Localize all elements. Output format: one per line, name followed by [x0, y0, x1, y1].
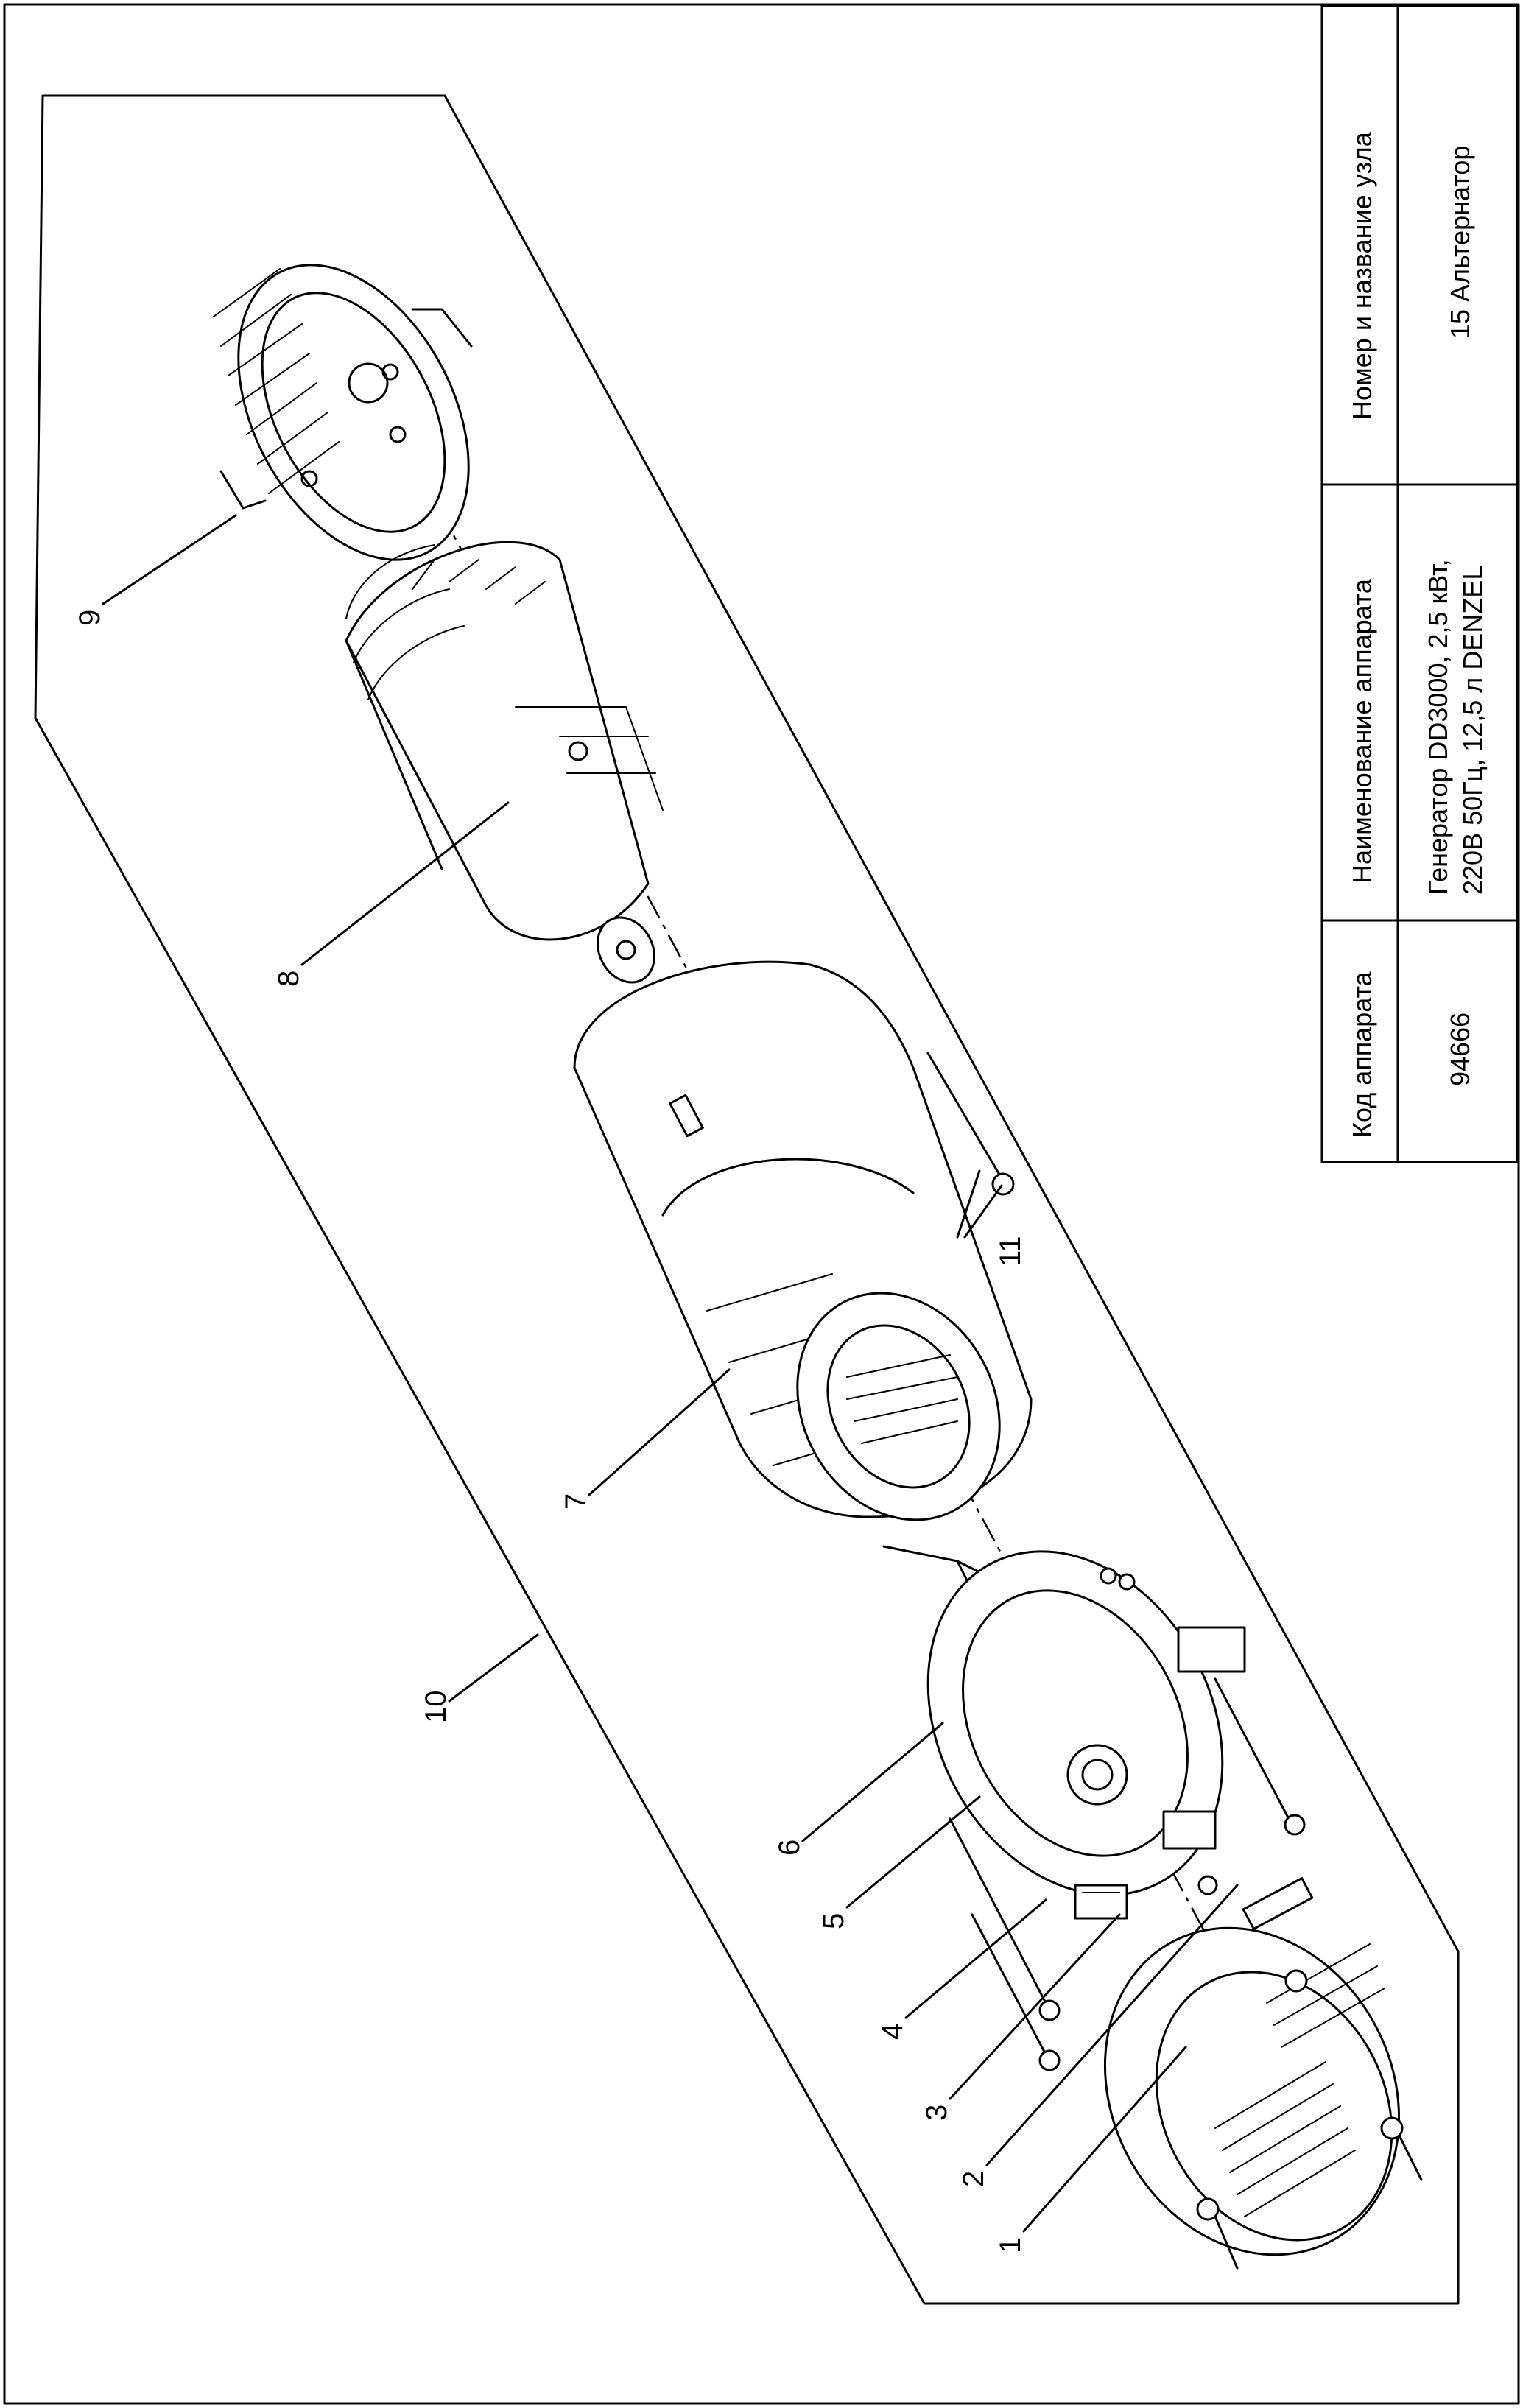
- value-code: 94666: [1445, 1013, 1475, 1086]
- callout-4: 4: [876, 2024, 909, 2040]
- callout-11: 11: [994, 1236, 1027, 1267]
- value-device-name-line1: Генератор DD3000, 2,5 кВт,: [1423, 559, 1453, 895]
- assembly-frame-outline: [34, 94, 1460, 2305]
- callout-10: 10: [420, 1691, 452, 1724]
- callout-2: 2: [957, 2171, 990, 2187]
- sheet-border: [3, 3, 1520, 2405]
- callouts: 1 2 3 4 5 6 7 8 9 10 11: [74, 610, 1027, 2253]
- title-block: Номер и название узла Наименование аппар…: [1320, 4, 1519, 1163]
- header-device-name: Наименование аппарата: [1347, 578, 1377, 884]
- callout-8: 8: [272, 971, 305, 987]
- part-8-rotor: [345, 541, 664, 984]
- callout-9: 9: [74, 610, 106, 626]
- callout-1: 1: [994, 2237, 1027, 2253]
- part-9-rear-end-bell: [213, 264, 473, 561]
- callout-6: 6: [773, 1840, 806, 1856]
- part-3-terminal: [1074, 1884, 1128, 1920]
- part-1-end-cover: [1103, 1926, 1423, 2270]
- header-unit: Номер и название узла: [1347, 131, 1377, 420]
- value-device-name-line2: 220В 50Гц, 12,5 л DENZEL: [1457, 566, 1488, 895]
- value-unit: 15 Альтернатор: [1445, 146, 1475, 339]
- part-4-bolt: [971, 1913, 1061, 2071]
- part-6-front-end-bell: [926, 1550, 1306, 1896]
- callout-5: 5: [817, 1913, 850, 1929]
- callout-3: 3: [921, 2105, 953, 2121]
- part-7-stator: [573, 960, 1047, 1607]
- part-2-connector: [1162, 1810, 1314, 1930]
- part-5-bolt: [949, 1817, 1061, 2021]
- title-block-frame: [1320, 4, 1519, 1163]
- leader-lines: [102, 514, 1239, 2233]
- header-code: Код аппарата: [1347, 971, 1377, 1138]
- callout-7: 7: [560, 1493, 592, 1510]
